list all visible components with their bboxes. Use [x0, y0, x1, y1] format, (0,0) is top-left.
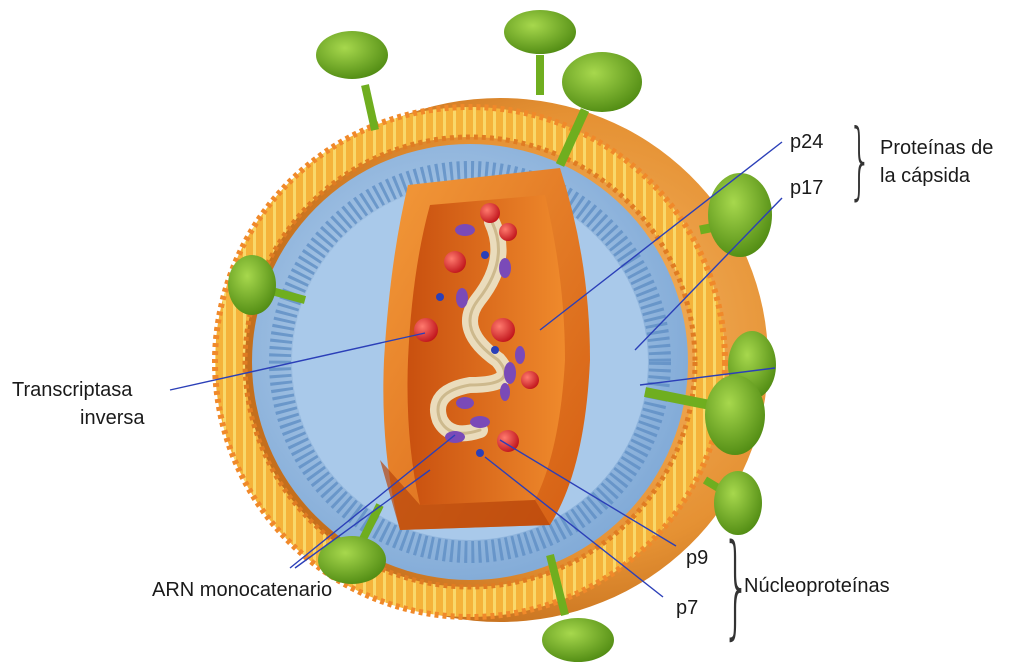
label-reverse-transcriptase-line1: Transcriptasa: [12, 378, 132, 402]
label-nucleoproteins: Núcleoproteínas: [744, 574, 890, 598]
label-p24: p24: [790, 130, 823, 154]
label-p9: p9: [686, 546, 708, 570]
label-reverse-transcriptase-line2: inversa: [80, 406, 144, 430]
capsid-proteins-brace: }: [848, 118, 872, 202]
label-capsid-proteins-line1: Proteínas de: [880, 136, 993, 160]
label-p7: p7: [676, 596, 698, 620]
label-p17: p17: [790, 176, 823, 200]
label-capsid-proteins-line2: la cápsida: [880, 164, 970, 188]
label-ssrna: ARN monocatenario: [152, 578, 332, 602]
